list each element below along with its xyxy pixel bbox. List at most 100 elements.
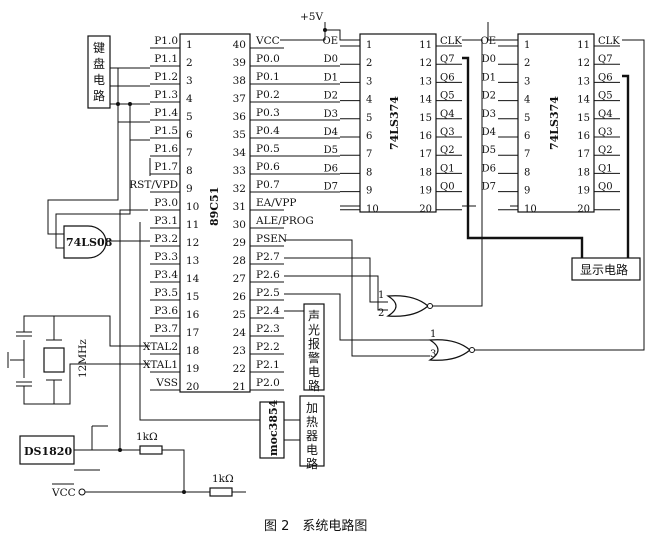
mcu-left-pin-number: 18	[186, 345, 199, 357]
latch1-out-label: Q4	[440, 109, 455, 120]
sound-char: 警	[308, 350, 320, 365]
latch2-in-label: D5	[482, 145, 496, 156]
latch2-right-pin-number: 14	[577, 95, 590, 106]
latch1-label: 74LS374	[388, 96, 401, 150]
latch1-out-label: Q7	[440, 54, 455, 65]
mcu-left-pin-number: 20	[186, 381, 199, 393]
mcu-left-pin-number: 7	[186, 147, 193, 159]
latch2-out-label: Q4	[598, 109, 613, 120]
mcu-left-pin-name: P1.3	[154, 89, 178, 101]
latch1-right-pin-number: 11	[419, 40, 432, 51]
mcu-right-pin-number: 37	[233, 93, 246, 105]
nor1-pin2: 2	[378, 308, 384, 319]
latch2-right-pin-number: 13	[577, 76, 590, 87]
resistor-1-value: 1kΩ	[136, 431, 158, 443]
mcu-right-pin-number: 24	[233, 327, 247, 339]
latch1-right-pin-number: 20	[419, 204, 432, 215]
latch2-in-label: D6	[482, 163, 496, 174]
mcu-left-pin-number: 14	[186, 273, 200, 285]
latch1-right-pin-number: 19	[419, 186, 432, 197]
latch1-out-label: Q5	[440, 91, 455, 102]
crystal-label: 12MHz	[77, 339, 89, 378]
mcu-left-pin-name: RST/VPD	[129, 179, 178, 191]
vcc-bottom-label: VCC	[51, 487, 76, 499]
mcu-left-pin-name: XTAL1	[143, 359, 178, 371]
opto-label: moc3854	[267, 399, 280, 456]
crystal	[43, 347, 65, 373]
latch2-out-label: CLK	[598, 36, 620, 47]
mcu-right-pin-name: P0.1	[256, 71, 280, 83]
sound-char: 路	[308, 378, 320, 393]
latch2-in-label: D2	[482, 91, 496, 102]
latch1-in-label: OE	[323, 36, 339, 47]
mcu-right-pin-name: P2.2	[256, 341, 280, 353]
mcu-right-pin-name: P2.7	[256, 251, 280, 263]
mcu-right-pin-name: P2.5	[256, 287, 280, 299]
sound-char: 电	[308, 365, 320, 379]
mcu-right-pin-number: 35	[233, 129, 246, 141]
mcu-left-pin-number: 11	[186, 219, 199, 231]
mcu-right-pin-name: P0.4	[256, 125, 280, 137]
mcu-left-pin-number: 15	[186, 291, 199, 303]
sound-char: 光	[308, 323, 320, 337]
latch2-left-pin-number: 5	[524, 113, 530, 124]
latch1-left-pin-number: 1	[366, 40, 372, 51]
mcu-right-pin-name: VCC	[255, 35, 280, 47]
mcu-right-pin-name: P2.0	[256, 377, 280, 389]
latch1-out-label: CLK	[440, 36, 462, 47]
heater-char: 热	[306, 415, 318, 429]
mcu-right-pin-number: 29	[233, 237, 246, 249]
latch1-right-pin-number: 16	[419, 131, 432, 142]
latch1-out-label: Q2	[440, 145, 455, 156]
keyboard-char: 路	[93, 88, 105, 103]
latch2-in-label: D4	[482, 127, 496, 138]
mcu-left-pin-name: P1.7	[154, 161, 178, 173]
latch2-right-pin-number: 19	[577, 186, 590, 197]
latch2-left-pin-number: 3	[524, 76, 530, 87]
mcu-right-pin-name: P0.6	[256, 161, 280, 173]
latch2-left-pin-number: 6	[524, 131, 530, 142]
mcu-right-pin-name: P0.2	[256, 89, 280, 101]
mcu-left-pin-number: 13	[186, 255, 199, 267]
display-box	[571, 257, 641, 281]
mcu-left-pin-number: 19	[186, 363, 199, 375]
mcu-left-pin-name: P3.7	[154, 323, 178, 335]
mcu-left-pin-name: P3.2	[154, 233, 178, 245]
mcu-left-pin-name: P3.3	[154, 251, 178, 263]
latch1-in-label: D5	[324, 145, 338, 156]
latch2-out-label: Q5	[598, 91, 613, 102]
latch2-out-label: Q3	[598, 127, 613, 138]
mcu-right-pin-number: 38	[233, 75, 246, 87]
latch2-left-pin-number: 9	[524, 186, 530, 197]
latch2-right-pin-number: 17	[577, 149, 590, 160]
mcu-left-pin-name: P3.5	[154, 287, 178, 299]
latch2-left-pin-number: 1	[524, 40, 530, 51]
mcu-right-pin-name: P0.0	[256, 53, 280, 65]
resistor-1	[139, 445, 163, 455]
sensor-label: DS1820	[24, 445, 72, 458]
latch1-in-label: D6	[324, 163, 338, 174]
latch2-left-pin-number: 8	[524, 167, 530, 178]
mcu-right-pin-number: 30	[233, 219, 246, 231]
mcu-left-pin-name: P1.2	[154, 71, 178, 83]
mcu-right-pin-name: P2.4	[256, 305, 280, 317]
display-label: 显示电路	[580, 262, 628, 277]
nor2-pin3: 3	[430, 349, 436, 360]
latch1-right-pin-number: 12	[419, 58, 432, 69]
mcu-right-pin-number: 27	[233, 273, 246, 285]
latch1-right-pin-number: 14	[419, 95, 432, 106]
latch2-label: 74LS374	[548, 96, 561, 150]
latch2-left-pin-number: 4	[524, 95, 530, 106]
latch1-left-pin-number: 7	[366, 149, 372, 160]
vcc-top-label: +5V	[300, 11, 323, 23]
mcu-right-pin-name: ALE/PROG	[255, 215, 314, 227]
latch1-right-pin-number: 13	[419, 76, 432, 87]
opto-box	[259, 401, 285, 459]
latch2-74ls374	[517, 33, 595, 213]
nor-gate-1	[386, 295, 429, 317]
latch2-right-pin-number: 20	[577, 204, 590, 215]
latch2-out-label: Q7	[598, 54, 613, 65]
latch1-in-label: D0	[324, 54, 338, 65]
latch1-in-label: D1	[324, 72, 338, 83]
wires	[7, 22, 645, 496]
